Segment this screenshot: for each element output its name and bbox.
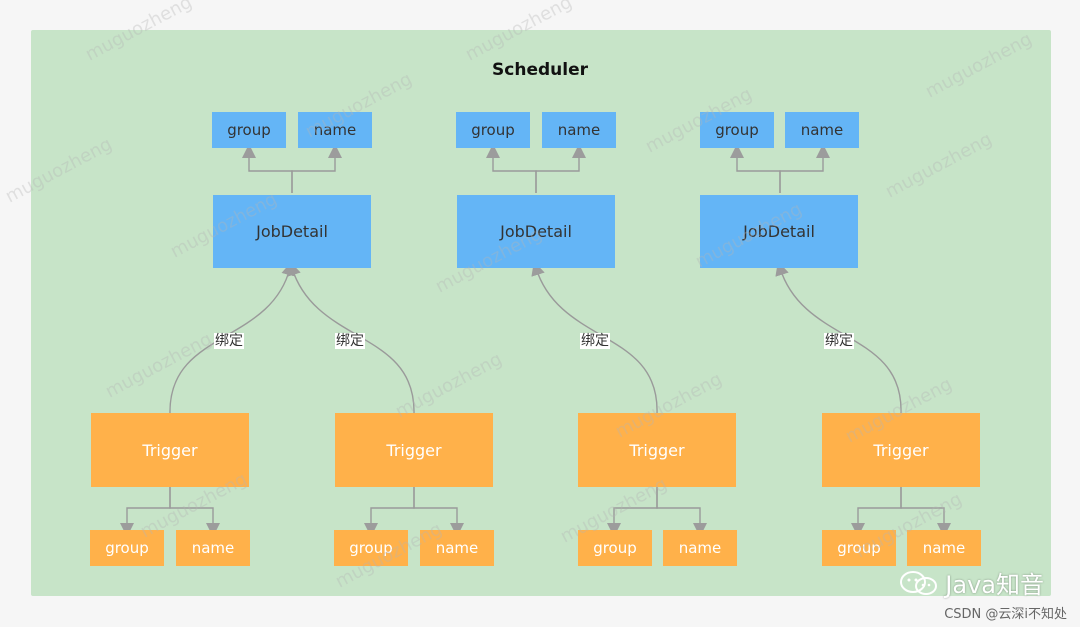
trigger3-group-connector [607,487,658,537]
job1-group-connector [242,144,293,193]
job2-group-box: group [456,112,530,148]
scheduler-container [31,30,1051,596]
brand-logo: Java知音 [898,565,1044,600]
job1-name-box: name [298,112,372,148]
job2-name-box: name [542,112,616,148]
trigger4-group-connector [851,487,902,537]
scheduler-title: Scheduler [492,60,588,80]
job1-group-box: group [212,112,286,148]
job3-name-connector [779,144,830,193]
trigger4-group-box: group [822,530,896,566]
binding-label-1: 绑定 [214,333,244,349]
csdn-source-label: CSDN @云深i不知处 [944,607,1067,622]
job3-group-connector [730,144,781,193]
binding-label-3: 绑定 [580,333,610,349]
job-detail-box-3: JobDetail [700,195,858,268]
trigger-box-3: Trigger [578,413,736,487]
trigger2-group-box: group [334,530,408,566]
trigger4-name-box: name [907,530,981,566]
trigger1-group-box: group [90,530,164,566]
binding-label-2: 绑定 [335,333,365,349]
trigger2-name-box: name [420,530,494,566]
trigger-box-4: Trigger [822,413,980,487]
trigger2-name-connector [413,487,464,537]
job-detail-box-2: JobDetail [457,195,615,268]
job2-name-connector [535,144,586,193]
wechat-icon [900,570,938,595]
trigger1-name-connector [169,487,220,537]
trigger-box-2: Trigger [335,413,493,487]
trigger-box-1: Trigger [91,413,249,487]
brand-text: Java知音 [945,571,1044,599]
trigger2-group-connector [364,487,415,537]
trigger1-name-box: name [176,530,250,566]
job3-group-box: group [700,112,774,148]
trigger1-group-connector [120,487,171,537]
job3-name-box: name [785,112,859,148]
job-detail-box-1: JobDetail [213,195,371,268]
trigger3-name-box: name [663,530,737,566]
job2-group-connector [486,144,537,193]
trigger3-group-box: group [578,530,652,566]
trigger3-name-connector [656,487,707,537]
binding-label-4: 绑定 [824,333,854,349]
job1-name-connector [291,144,342,193]
trigger4-name-connector [900,487,951,537]
